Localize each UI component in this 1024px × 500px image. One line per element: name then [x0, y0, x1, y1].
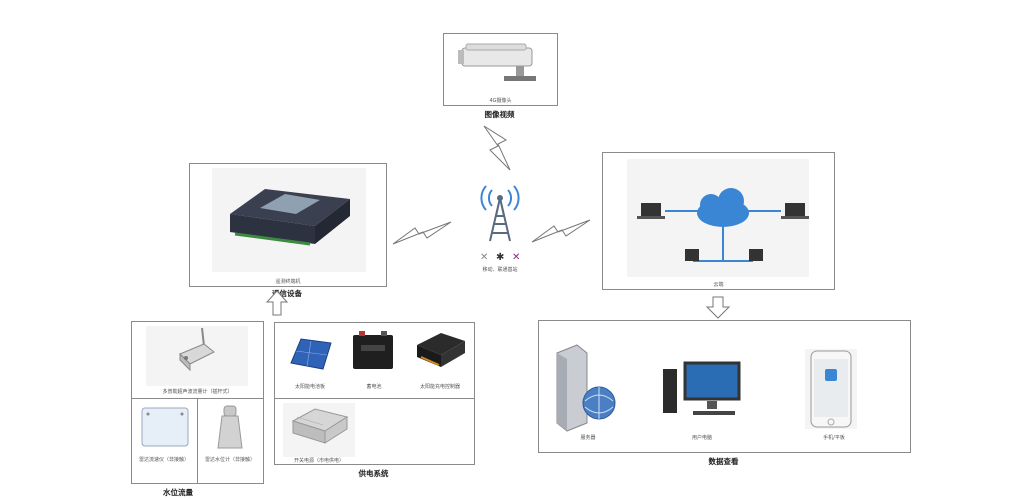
camera-panel: 4G摄像头	[443, 33, 558, 106]
water-item-1-label: 多普勒超声波流量计（插杆式）	[162, 389, 233, 395]
power-item-2-label: 蓄电池	[366, 384, 382, 390]
svg-text:✱: ✱	[496, 252, 504, 263]
water-item-3-label: 雷达水位计（非接触）	[204, 457, 255, 463]
doppler-flowmeter-icon	[179, 327, 215, 372]
wireless-link-top-icon	[483, 125, 511, 171]
water-panel: 多普勒超声波流量计（插杆式） 雷达流速仪（非接触） 雷达水位计（非接触）	[131, 321, 264, 484]
monitor-item-1-label: 服务器	[580, 435, 596, 441]
power-section-title: 供电系统	[358, 469, 389, 478]
monitor-item-3-label: 手机/平板	[823, 435, 845, 441]
cell-tower-icon	[480, 185, 520, 242]
svg-text:✕: ✕	[512, 252, 520, 263]
monitor-item-2-label: 用户电脑	[691, 435, 712, 441]
water-section-title: 水位流量	[163, 488, 193, 497]
power-item-1-label: 太阳能电池板	[294, 384, 325, 390]
power-item-4-label: 开关电源（市电供电）	[293, 458, 344, 464]
tower-label: 移动、联通基站	[482, 267, 518, 273]
desktop-computer-icon	[663, 361, 741, 415]
water-item-2-label: 雷达流速仪（非接触）	[138, 457, 189, 463]
wireless-link-right-icon	[531, 219, 591, 243]
comm-device-panel: 遥测终端机	[189, 163, 387, 287]
up-arrow-icon	[265, 290, 289, 316]
power-item-3-label: 太阳能充电控制器	[419, 384, 460, 390]
monitor-panel: 服务器 用户电脑 手机/平板	[538, 320, 911, 453]
radar-velocimeter-icon	[141, 407, 189, 447]
water-split	[197, 398, 198, 483]
monitor-section-title: 数据查看	[708, 457, 739, 466]
server-globe-icon	[556, 344, 616, 432]
camera-section-title: 图像视频	[484, 110, 515, 119]
comm-device-label: 遥测终端机	[275, 279, 301, 285]
cloud-network-icon	[637, 188, 809, 262]
comm-section-title: 通信设备	[272, 289, 302, 298]
camera-label: 4G摄像头	[489, 98, 512, 104]
cloud-panel: 云端	[602, 152, 835, 290]
radar-level-gauge-icon	[217, 405, 243, 449]
solar-panel-icon	[290, 338, 332, 370]
power-divider	[275, 398, 474, 399]
wireless-link-left-icon	[392, 221, 452, 245]
switching-power-supply-icon	[291, 408, 349, 444]
svg-text:✕: ✕	[480, 252, 488, 263]
operator-logos-icon: ✕ ✱ ✕	[480, 252, 520, 263]
camera-icon	[458, 43, 536, 81]
mobile-phone-icon	[810, 350, 852, 428]
down-arrow-icon	[705, 296, 731, 319]
battery-icon	[353, 331, 393, 369]
charge-controller-icon	[417, 333, 465, 367]
power-panel: 太阳能电池板 蓄电池 太阳能充电控制器 开关电源（市电供电）	[274, 322, 475, 465]
telemetry-terminal-icon	[230, 189, 350, 246]
cloud-label: 云端	[713, 282, 724, 288]
